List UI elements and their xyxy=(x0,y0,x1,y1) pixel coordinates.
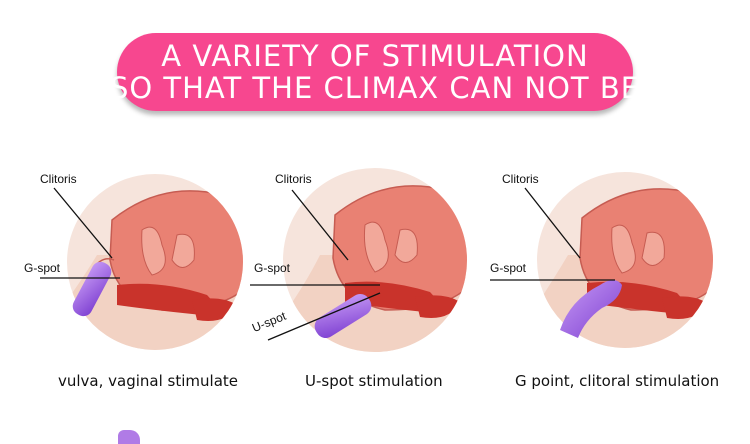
title-banner: A VARIETY OF STIMULATION SO THAT THE CLI… xyxy=(110,33,639,111)
banner-line-1: A VARIETY OF STIMULATION xyxy=(161,39,589,73)
toy-shape xyxy=(72,261,112,317)
toy-shape xyxy=(560,280,622,338)
label-clitoris: Clitoris xyxy=(502,172,539,186)
toy-partial-shape xyxy=(118,430,140,444)
anatomy-illustration xyxy=(40,174,243,350)
diagram-panel-gpoint: Clitoris G-spot xyxy=(490,160,730,370)
diagram-panel-uspot: Clitoris G-spot U-spot xyxy=(250,160,490,370)
label-clitoris: Clitoris xyxy=(40,172,77,186)
label-gspot: G-spot xyxy=(254,261,291,275)
diagram-panel-vaginal: Clitoris G-spot xyxy=(22,160,262,370)
caption-gpoint: G point, clitoral stimulation xyxy=(515,372,720,390)
label-clitoris: Clitoris xyxy=(275,172,312,186)
label-gspot: G-spot xyxy=(490,261,527,275)
anatomy-illustration xyxy=(250,168,467,352)
caption-uspot: U-spot stimulation xyxy=(305,372,443,390)
label-gspot: G-spot xyxy=(24,261,61,275)
toy-shape xyxy=(314,294,372,338)
banner-line-2: SO THAT THE CLIMAX CAN NOT BE xyxy=(109,71,641,105)
anatomy-illustration xyxy=(490,172,713,348)
caption-vaginal: vulva, vaginal stimulate xyxy=(58,372,238,390)
